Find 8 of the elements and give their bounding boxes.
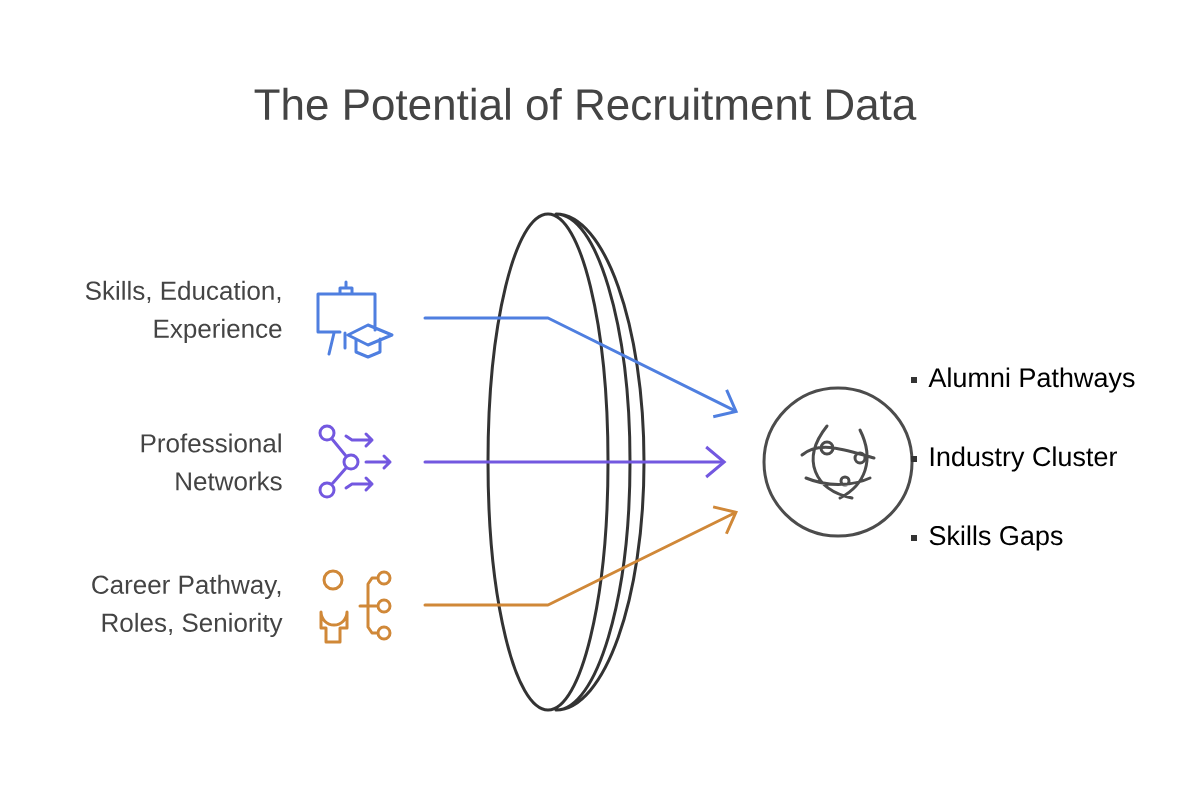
arrow: [423, 316, 739, 419]
arrow: [423, 445, 727, 479]
list-item: Skills Gaps: [911, 525, 1063, 551]
list-item: Alumni Pathways: [911, 367, 1135, 393]
globe-icon: [762, 386, 914, 538]
title: The Potential of Recruitment Data: [254, 87, 917, 121]
list-item: Industry Cluster: [911, 446, 1117, 472]
arrow: [423, 505, 738, 607]
